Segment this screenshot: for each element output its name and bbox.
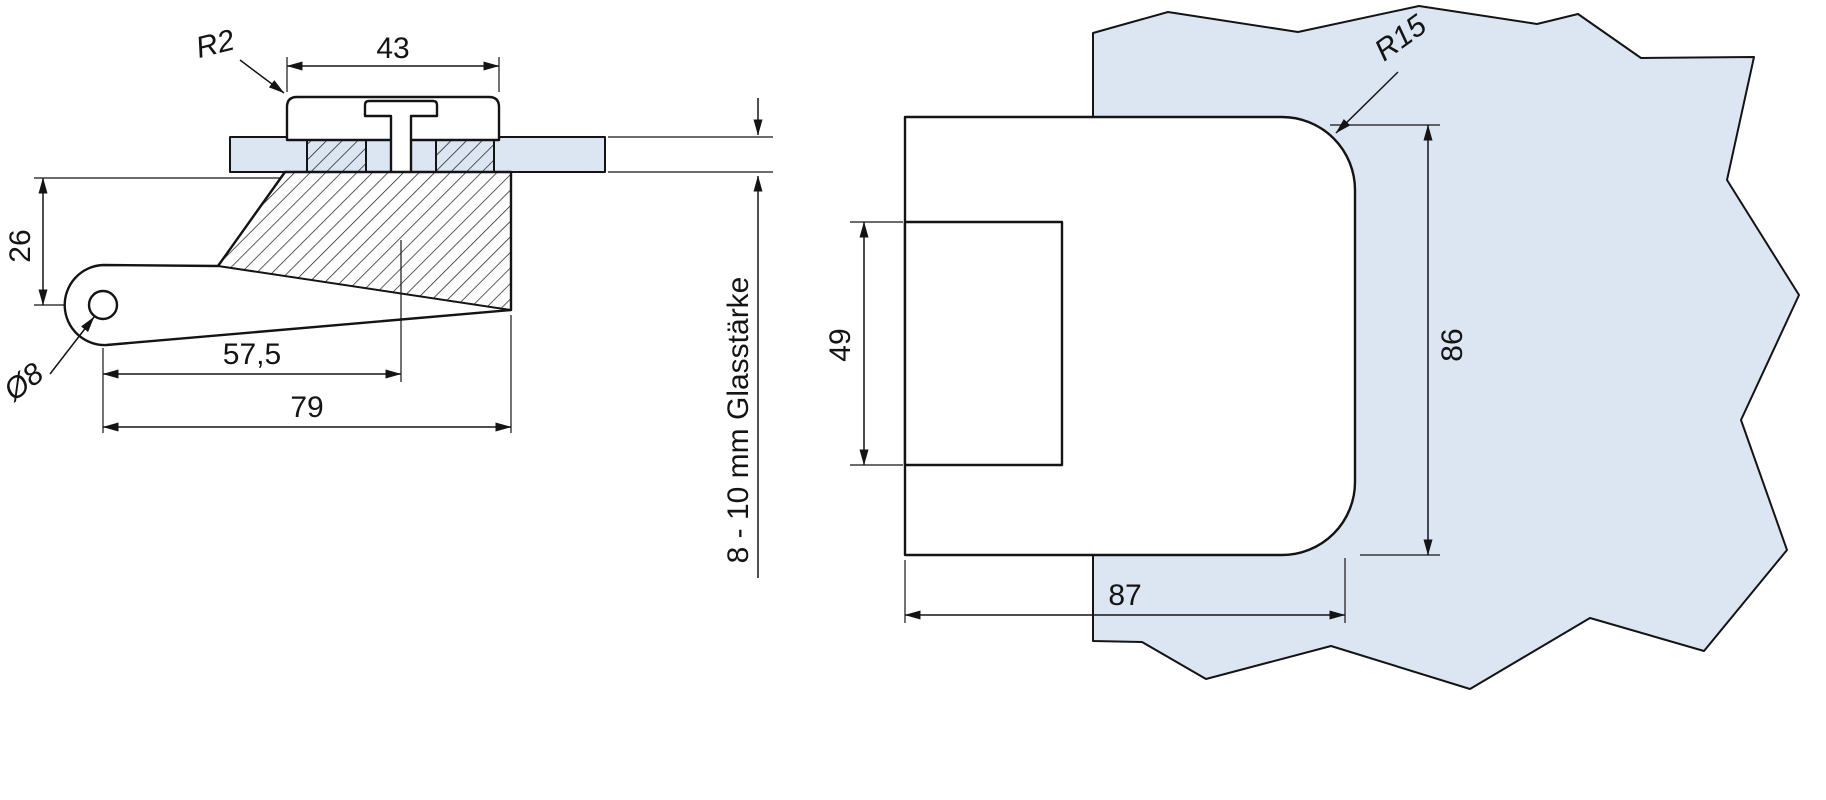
dim-pivot-height-label: 26 (4, 229, 37, 262)
dim-body-height: 86 (1330, 124, 1469, 556)
hinge-leaf-cutout (903, 220, 1064, 467)
dim-body-width-label: 87 (1108, 579, 1141, 612)
dim-overall-length-label: 79 (290, 391, 323, 424)
gasket-right-section (435, 139, 495, 173)
glass-thickness-label: 8 - 10 mm Glasstärke (722, 277, 755, 564)
gasket-left-section (306, 139, 367, 173)
leader-line (49, 316, 95, 375)
dim-screw-distance: 57,5 (102, 240, 402, 433)
glass-panel-section (229, 136, 606, 173)
callout-cap-radius: R2 (193, 24, 285, 94)
side-view: 43 R2 26 Ø8 57,5 79 (0, 24, 773, 578)
dim-screw-distance-label: 57,5 (223, 338, 281, 371)
dim-glass-thickness: 8 - 10 mm Glasstärke (608, 98, 773, 578)
dim-cutout-height-label: 49 (824, 328, 857, 361)
dim-cutout-height: 49 (824, 221, 903, 466)
clamp-body-section-hatch (217, 171, 512, 311)
cap-radius-label: R2 (193, 24, 238, 65)
pivot-hole (87, 289, 119, 321)
dim-cap-width: 43 (286, 32, 500, 92)
leader-line (1335, 71, 1399, 134)
leader-line (239, 59, 285, 94)
hole-diameter-label: Ø8 (0, 357, 50, 408)
dim-overall-length: 79 (102, 315, 512, 433)
front-view: R15 49 86 87 (824, 5, 1800, 690)
dim-cap-width-label: 43 (376, 32, 409, 65)
dim-body-height-label: 86 (1436, 328, 1469, 361)
dim-pivot-height: 26 (4, 177, 281, 306)
dim-body-width: 87 (904, 558, 1346, 623)
